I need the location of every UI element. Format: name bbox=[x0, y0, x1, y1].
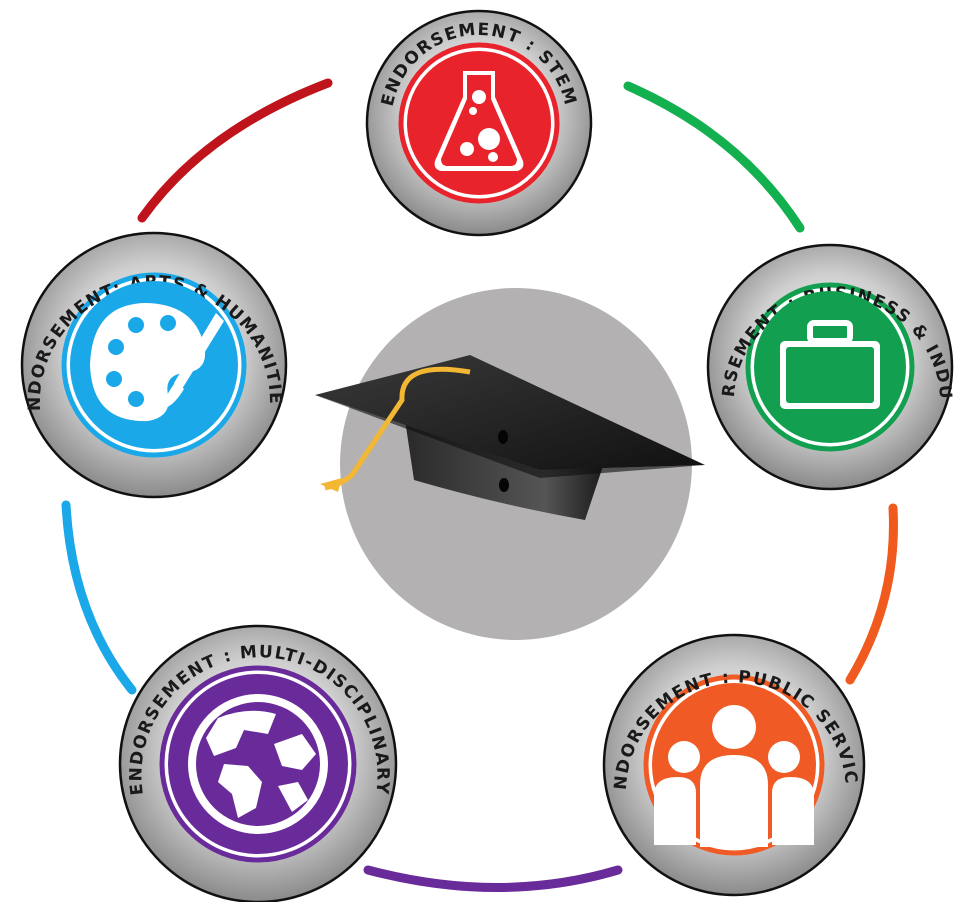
flask-icon bbox=[434, 71, 524, 171]
connectors bbox=[61, 78, 898, 892]
node-public[interactable]: ENDORSEMENT : PUBLIC SERVICES bbox=[602, 633, 866, 897]
center-hub bbox=[315, 288, 705, 640]
briefcase-icon bbox=[780, 320, 880, 409]
node-multi[interactable]: ENDORSEMENT : MULTI-DISCIPLINARY bbox=[118, 624, 398, 902]
people-icon bbox=[654, 705, 814, 847]
connector-stem-business bbox=[623, 81, 805, 233]
palette-icon bbox=[90, 303, 224, 422]
connector-arts-stem bbox=[137, 78, 333, 223]
connector-multi-arts bbox=[61, 500, 137, 695]
node-arts[interactable]: ENDORSEMENT: ARTS & HUMANITIES bbox=[20, 231, 288, 499]
node-business[interactable]: ENDORSEMENT : BUSINESS & INDUSTRY bbox=[706, 243, 955, 491]
graduation-cap-icon bbox=[315, 355, 705, 520]
connector-business-public bbox=[845, 503, 898, 685]
connector-public-multi bbox=[363, 865, 623, 892]
globe-icon bbox=[188, 694, 328, 834]
node-stem[interactable]: ENDORSEMENT : STEM bbox=[365, 9, 593, 237]
